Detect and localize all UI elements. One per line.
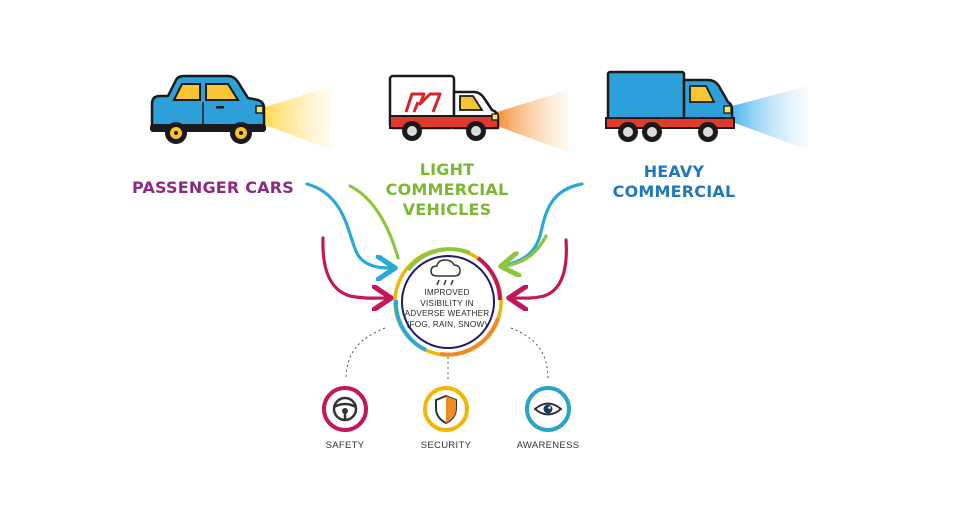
arrow-heavy-green [504, 234, 548, 266]
arrow-passenger-magenta [321, 236, 388, 298]
heavy-commercial-line-1: HEAVY [643, 162, 705, 181]
center-hub [393, 247, 503, 357]
headlight-beam [262, 86, 332, 150]
headlight-beam [732, 86, 808, 150]
light-commercial-vehicles-label: LIGHT COMMERCIAL VEHICLES [372, 160, 522, 220]
center-line-3: ADVERSE WEATHER [404, 309, 490, 318]
awareness-label: AWARENESS [516, 440, 580, 451]
headlight-beam [497, 90, 568, 152]
center-line-2: VISIBILITY IN [420, 298, 474, 308]
van-logo [404, 92, 442, 113]
arrow-passenger-blue [305, 182, 392, 268]
dotted-connector-left [345, 327, 386, 381]
center-line-4: (FOG, RAIN, SNOW) [406, 319, 488, 329]
light-commercial-van-illustration [388, 74, 568, 152]
center-line-1: IMPROVED [424, 288, 470, 297]
shield-icon [423, 386, 469, 432]
eye-icon [525, 386, 571, 432]
heavy-commercial-line-2: COMMERCIAL [612, 182, 736, 201]
rain-cloud-icon [430, 259, 461, 286]
safety-label: SAFETY [325, 440, 365, 451]
light-commercial-line-2: COMMERCIAL [385, 180, 509, 199]
arrow-heavy-magenta [512, 238, 568, 298]
heavy-commercial-truck-illustration [605, 70, 808, 150]
passenger-car-illustration [150, 74, 332, 150]
security-label: SECURITY [420, 440, 472, 451]
arrow-light-green [348, 184, 400, 260]
steering-wheel-icon [322, 386, 368, 432]
dotted-connector-right [510, 327, 549, 381]
light-commercial-line-1: LIGHT [419, 160, 475, 179]
passenger-cars-label: PASSENGER CARS [131, 178, 294, 197]
heavy-commercial-label: HEAVY COMMERCIAL [604, 162, 744, 202]
light-commercial-line-3: VEHICLES [402, 200, 492, 219]
center-hub-text: IMPROVED VISIBILITY IN ADVERSE WEATHER (… [402, 288, 492, 330]
